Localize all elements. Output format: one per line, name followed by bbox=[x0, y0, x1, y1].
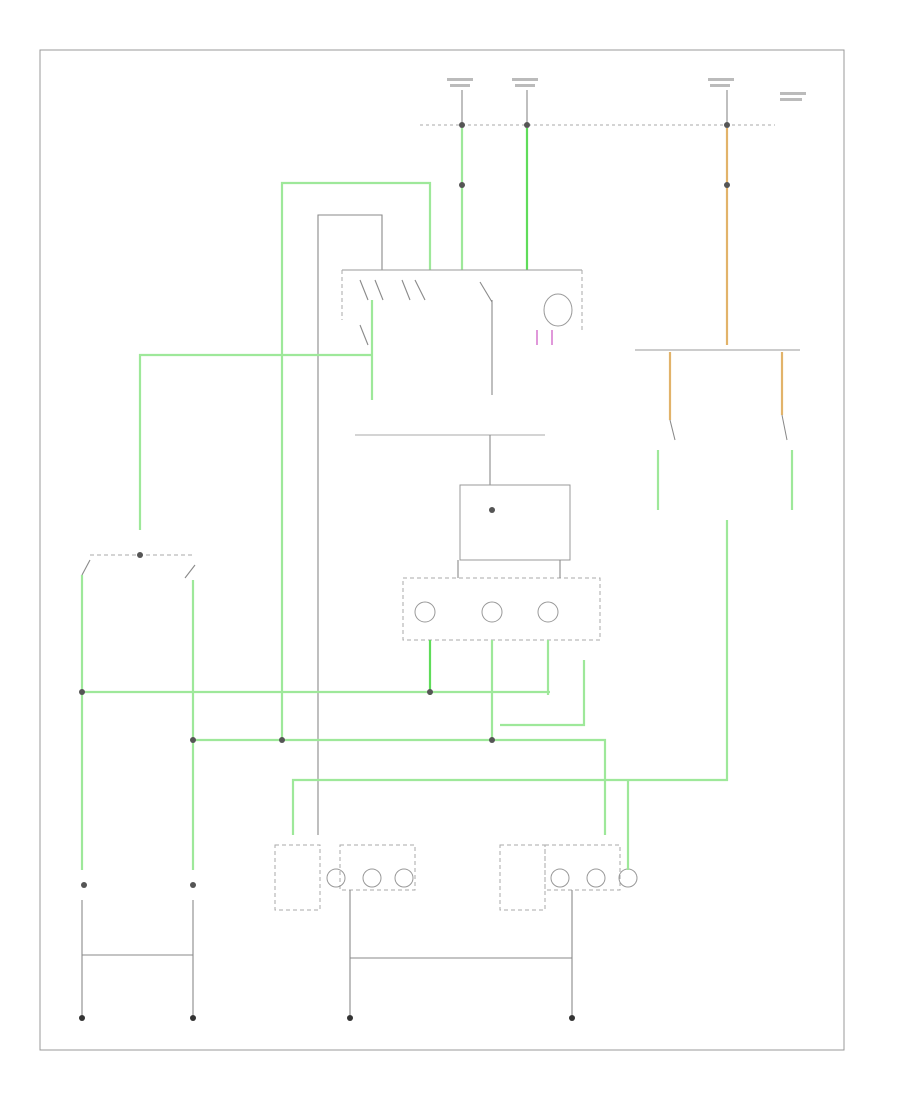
bulb-icon bbox=[550, 868, 570, 888]
fuse-icon bbox=[459, 90, 730, 128]
bulb-icon bbox=[586, 868, 606, 888]
ground-icon bbox=[190, 1015, 196, 1021]
instrument-cluster bbox=[402, 577, 601, 641]
fuse-labels bbox=[447, 78, 806, 101]
right-rear-lamp-assembly-2 bbox=[544, 844, 621, 891]
wire-hazard-left bbox=[138, 353, 372, 530]
bulb-icon bbox=[394, 868, 414, 888]
wire-green-loop bbox=[280, 181, 432, 740]
left-rear-lamp-assembly bbox=[274, 844, 321, 911]
indicator-lamp-icon bbox=[414, 601, 436, 623]
flasher-relay bbox=[459, 484, 571, 561]
bulb-icon bbox=[81, 882, 87, 888]
indicator-lamp-icon bbox=[481, 601, 503, 623]
wire-bus-h2 bbox=[193, 738, 607, 835]
ground-icon bbox=[569, 1015, 575, 1021]
ground-icon bbox=[79, 1015, 85, 1021]
hazard-switch-contacts bbox=[359, 279, 493, 346]
indicator-lamp-icon bbox=[537, 601, 559, 623]
wire-gray-loop bbox=[317, 214, 383, 835]
ground-icon bbox=[347, 1015, 353, 1021]
diagram-frame bbox=[39, 49, 845, 1051]
bulb-icon bbox=[618, 868, 638, 888]
bulb-icon bbox=[190, 882, 196, 888]
indicator-lamp-icon bbox=[543, 293, 573, 327]
right-rear-lamp-assembly bbox=[499, 844, 546, 911]
left-rear-lamp-assembly-2 bbox=[339, 844, 416, 891]
bulb-icon bbox=[362, 868, 382, 888]
wire-stop-right bbox=[291, 520, 729, 835]
bulb-icon bbox=[326, 868, 346, 888]
